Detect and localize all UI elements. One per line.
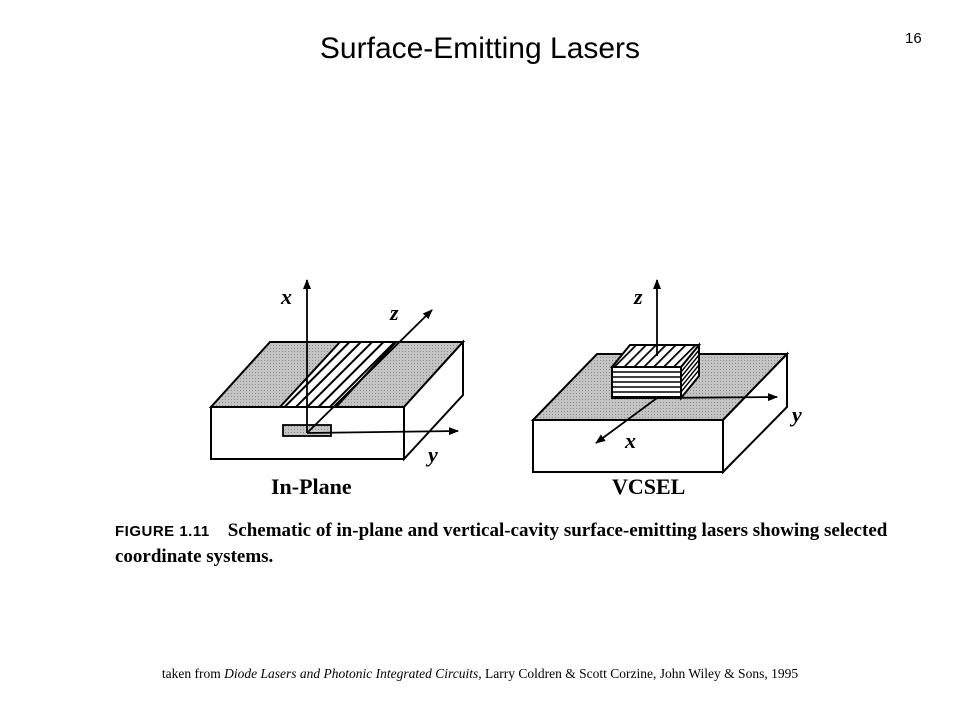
vcsel-side-layers: [680, 349, 700, 393]
vcsel-y-label: y: [789, 402, 802, 427]
vcsel-pillar-base: [612, 396, 681, 399]
in-plane-substrate-side: [403, 339, 464, 462]
in-plane-z-label: z: [389, 300, 399, 325]
in-plane-z-axis: [306, 309, 433, 434]
vcsel-laser: z x y VCSEL: [530, 279, 802, 499]
vcsel-x-label: x: [624, 428, 636, 453]
figure-caption-label: FIGURE 1.11: [115, 523, 210, 540]
figure-caption-text: Schematic of in-plane and vertical-cavit…: [115, 520, 888, 567]
source-credit: taken from Diode Lasers and Photonic Int…: [0, 666, 960, 682]
vcsel-substrate-side: [722, 351, 788, 475]
source-prefix: taken from: [161, 666, 225, 681]
vcsel-y-axis: [656, 393, 778, 402]
vcsel-name-label: VCSEL: [612, 474, 685, 499]
in-plane-y-axis: [306, 427, 459, 436]
vcsel-z-label: z: [633, 284, 643, 309]
in-plane-x-label: x: [280, 284, 292, 309]
source-book-title: Diode Lasers and Photonic Integrated Cir…: [224, 666, 482, 681]
source-authors: Larry Coldren & Scott Corzine, John Wile…: [481, 666, 799, 681]
slide-title: Surface-Emitting Lasers: [319, 32, 641, 65]
vcsel-substrate-front: [532, 419, 724, 473]
page-number: 16: [905, 30, 922, 47]
vcsel-x-axis: [595, 397, 658, 444]
in-plane-laser: x y z In-Plane: [208, 279, 466, 499]
vcsel-mirror-layers: [612, 371, 681, 393]
in-plane-y-label: y: [425, 442, 438, 467]
in-plane-name-label: In-Plane: [271, 474, 352, 499]
vcsel-pillar-top: [609, 344, 702, 368]
